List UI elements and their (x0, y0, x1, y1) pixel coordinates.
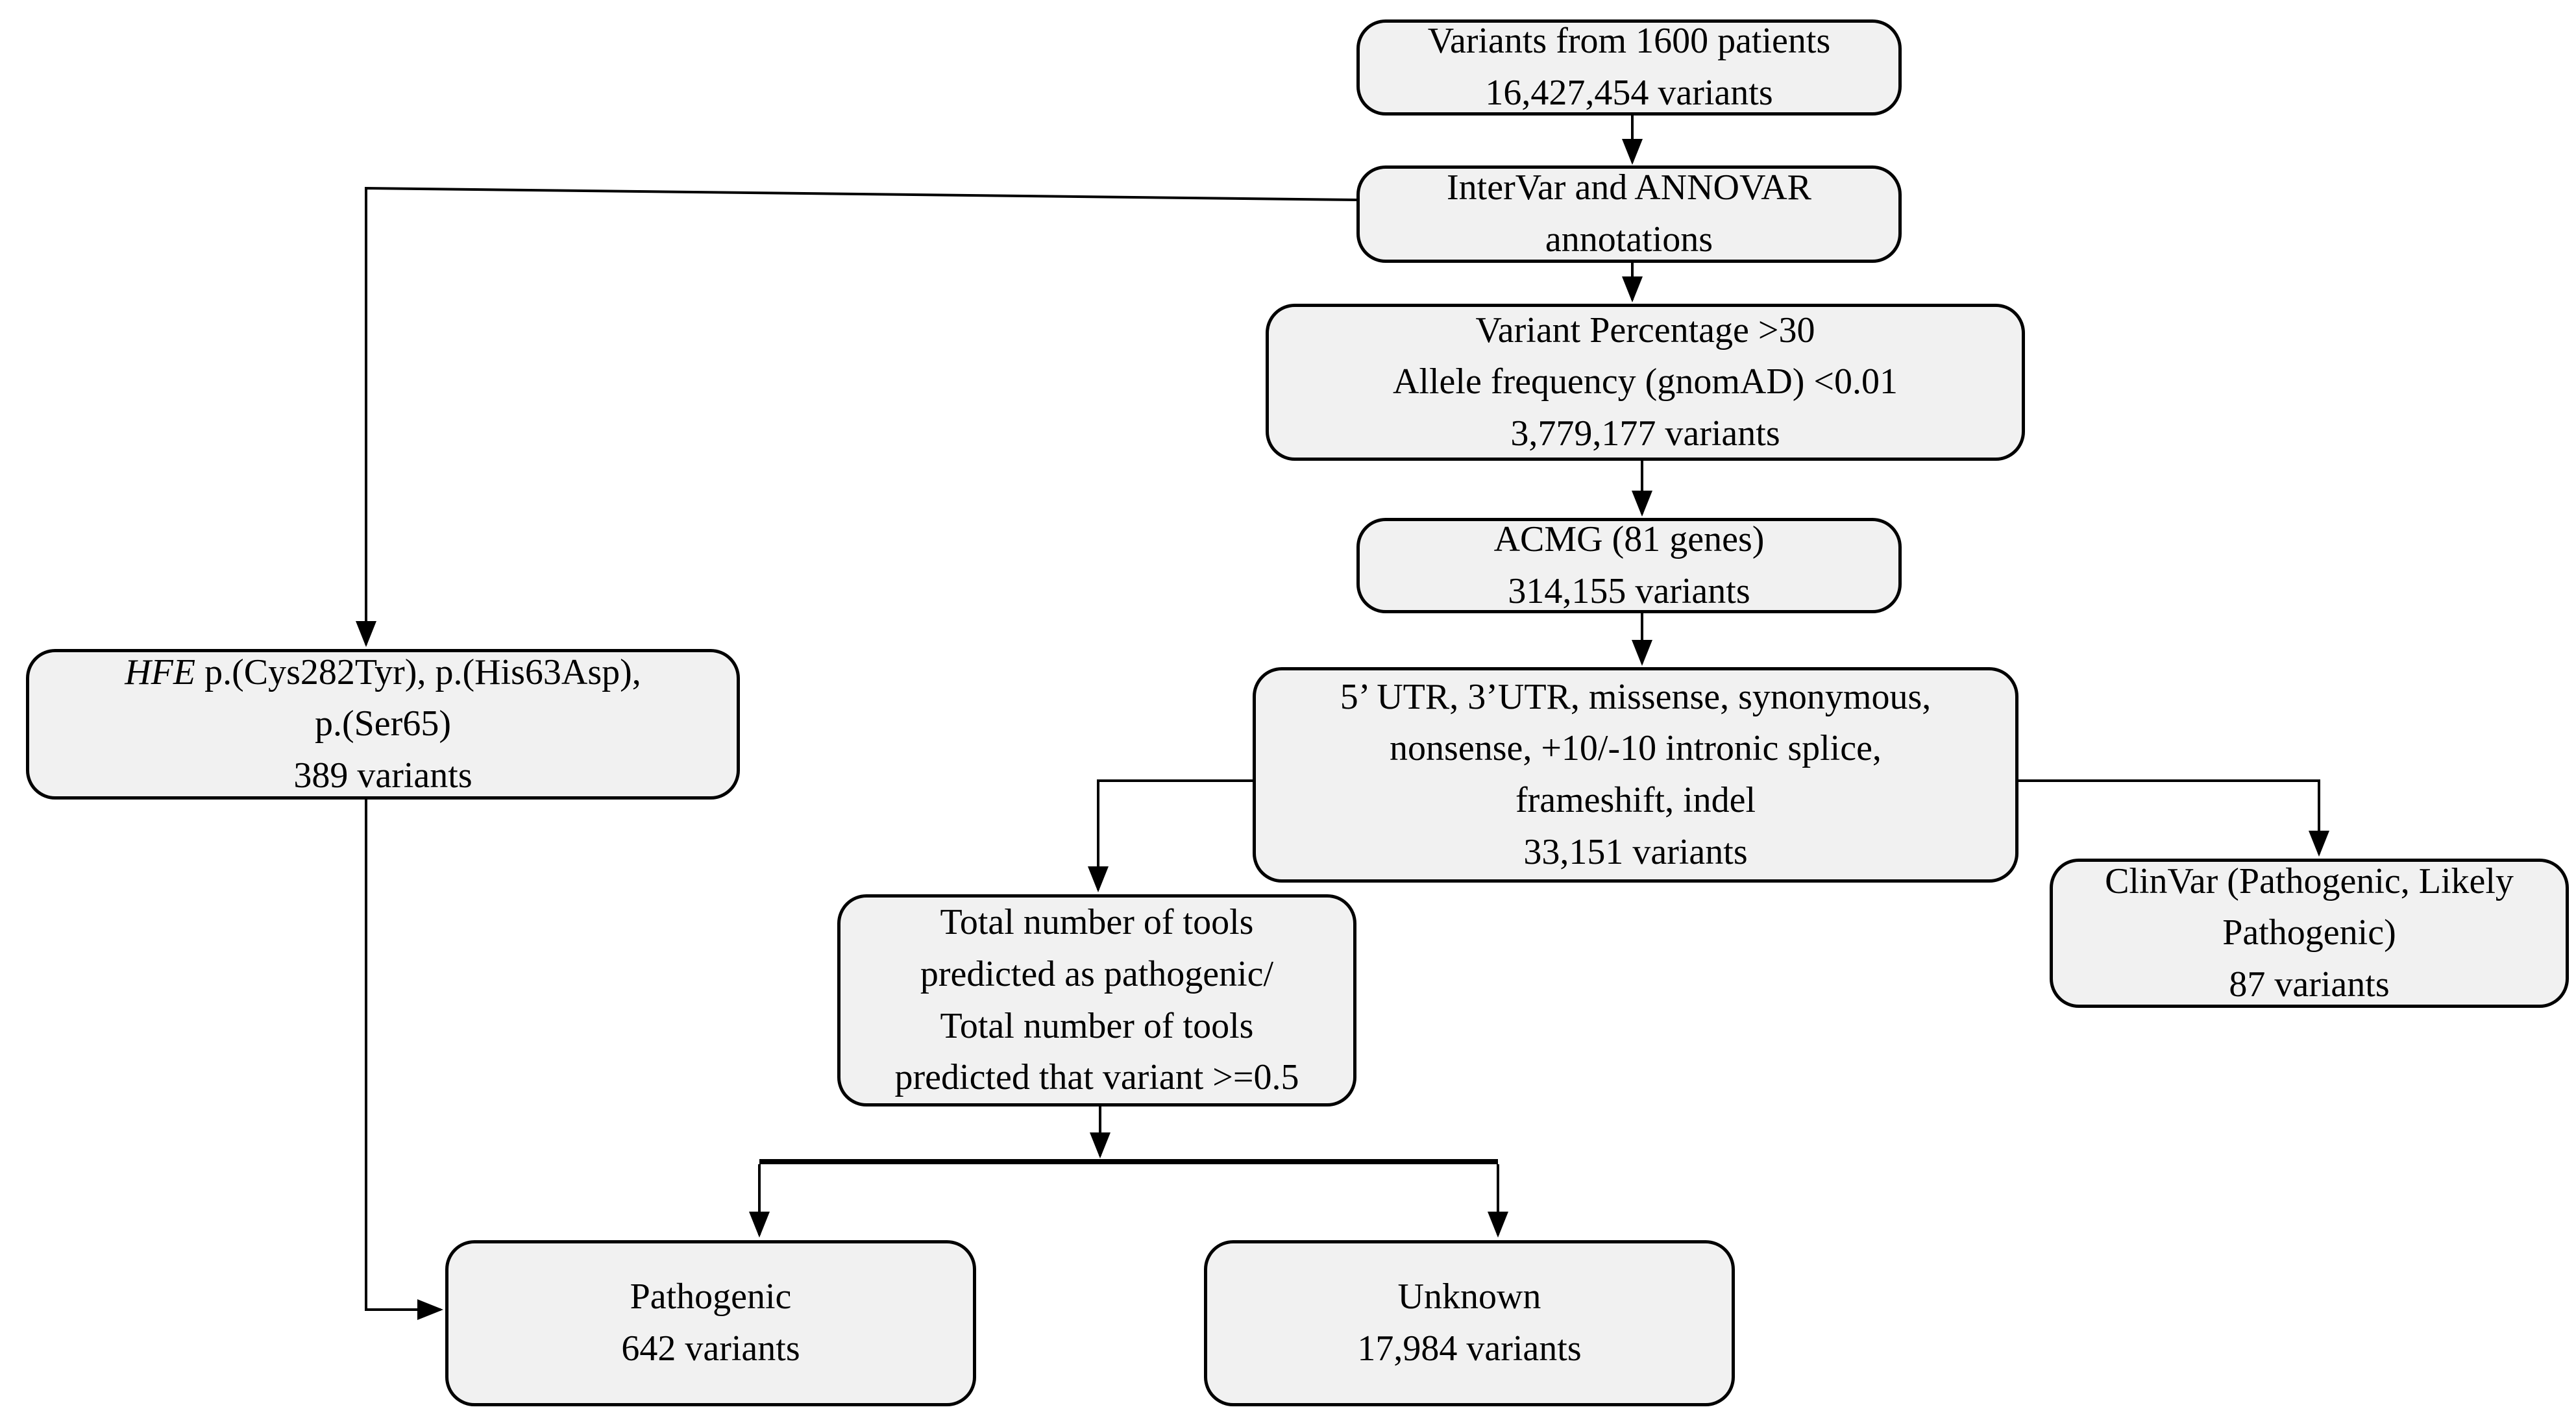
node-text-line: predicted that variant >=0.5 (894, 1057, 1299, 1098)
node-text-line: 33,151 variants (1523, 831, 1748, 872)
node-text-line: 5’ UTR, 3’UTR, missense, synonymous, (1340, 676, 1932, 717)
node-text-line: predicted as pathogenic/ (920, 953, 1274, 994)
node-text-line: Variant Percentage >30 (1475, 310, 1815, 350)
node-pathogenic: Pathogenic 642 variants (445, 1240, 976, 1406)
connector-hfe-to-pathogenic (365, 800, 443, 1320)
node-tools-score: Total number of tools predicted as patho… (837, 894, 1356, 1106)
node-unknown: Unknown 17,984 variants (1204, 1240, 1735, 1406)
node-text-line: 642 variants (621, 1328, 800, 1369)
connector-consequence-to-clinvar (2018, 779, 2329, 857)
node-text-line: Unknown (1397, 1277, 1541, 1317)
node-text-line: HFE p.(Cys282Tyr), p.(His63Asp), (125, 647, 641, 699)
node-text-line: nonsense, +10/-10 intronic splice, (1390, 728, 1882, 769)
hfe-line1-rest: p.(Cys282Tyr), p.(His63Asp), (195, 652, 641, 692)
node-text-line: 3,779,177 variants (1510, 413, 1780, 454)
node-annotations: InterVar and ANNOVAR annotations (1356, 165, 1902, 263)
node-text-line: ACMG (81 genes) (1493, 519, 1765, 559)
node-text-line: 389 variants (293, 755, 472, 796)
hfe-gene-symbol: HFE (125, 652, 196, 692)
node-text-line: Pathogenic (630, 1277, 792, 1317)
node-acmg-genes: ACMG (81 genes) 314,155 variants (1356, 518, 1902, 613)
node-text-line: ClinVar (Pathogenic, Likely (2105, 861, 2514, 901)
connector-annotations-to-hfe (356, 186, 1357, 647)
node-variants-source: Variants from 1600 patients 16,427,454 v… (1356, 19, 1902, 116)
node-text-line: Pathogenic) (2222, 912, 2396, 953)
node-text-line: 17,984 variants (1357, 1328, 1582, 1369)
node-consequence-filter: 5’ UTR, 3’UTR, missense, synonymous, non… (1253, 667, 2018, 883)
node-text-line: Total number of tools (940, 1005, 1254, 1046)
node-frequency-filter: Variant Percentage >30 Allele frequency … (1266, 304, 2025, 461)
node-text-line: p.(Ser65) (315, 703, 451, 744)
node-text-line: 87 variants (2229, 964, 2390, 1005)
node-text-line: Variants from 1600 patients (1427, 21, 1831, 62)
node-text-line: Total number of tools (940, 902, 1254, 943)
node-clinvar: ClinVar (Pathogenic, Likely Pathogenic) … (2050, 859, 2569, 1008)
node-text-line: 314,155 variants (1508, 570, 1750, 611)
node-text-line: Allele frequency (gnomAD) <0.01 (1392, 361, 1898, 402)
connector-consequence-to-tools (1088, 779, 1253, 892)
node-text-line: InterVar and ANNOVAR (1447, 167, 1811, 208)
node-hfe-variants: HFE p.(Cys282Tyr), p.(His63Asp), p.(Ser6… (26, 649, 740, 800)
node-text-line: frameshift, indel (1515, 780, 1756, 820)
node-text-line: annotations (1545, 219, 1713, 260)
node-text-line: 16,427,454 variants (1485, 73, 1773, 113)
